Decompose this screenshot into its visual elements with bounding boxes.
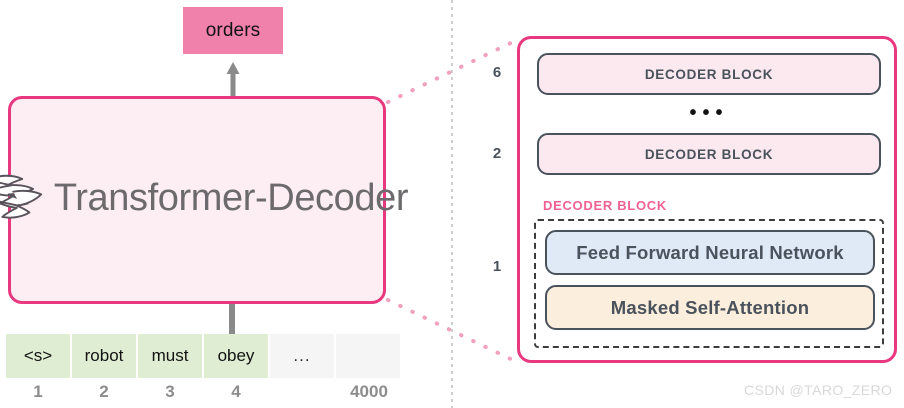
token-cell: robot	[72, 334, 136, 378]
brand-lockup: Transformer-Decoder	[0, 170, 409, 226]
decoder-block-label: DECODER BLOCK	[543, 198, 667, 213]
token-cell-blank	[336, 334, 400, 378]
token-cell: must	[138, 334, 202, 378]
token-index-row: 1 2 3 4 4000	[6, 382, 402, 402]
layer-number-1: 1	[492, 258, 502, 275]
output-token-box: orders	[183, 7, 283, 54]
token-index: 1	[33, 382, 43, 401]
token-index-last: 4000	[350, 382, 388, 401]
token-cell-ellipsis: ...	[270, 334, 334, 378]
input-connector-stem	[229, 304, 235, 334]
token-cell: obey	[204, 334, 268, 378]
masked-self-attention-block: Masked Self-Attention	[545, 285, 875, 330]
decoder-block-2: DECODER BLOCK	[537, 133, 881, 175]
section-divider	[451, 0, 453, 408]
input-token-row: <s> robot must obey ...	[6, 334, 400, 378]
stack-ellipsis: •••	[689, 102, 729, 124]
bird-swoosh-logo-icon	[0, 174, 43, 219]
brand-name: Transformer-Decoder	[53, 176, 409, 219]
layer-number-6: 6	[492, 64, 502, 81]
token-index-empty	[270, 382, 334, 402]
decoder-block-6: DECODER BLOCK	[537, 53, 881, 95]
feed-forward-neural-network-block: Feed Forward Neural Network	[545, 230, 875, 275]
token-cell: <s>	[6, 334, 70, 378]
token-index: 3	[165, 382, 175, 401]
arrow-up-icon	[226, 62, 240, 96]
layer-number-2: 2	[492, 145, 502, 162]
watermark: CSDN @TARO_ZERO	[744, 382, 893, 398]
decoder-block-outline	[534, 219, 884, 348]
token-index: 2	[99, 382, 109, 401]
zoom-connector-bottom	[386, 298, 521, 365]
transformer-decoder-panel: Transformer-Decoder	[0, 96, 409, 304]
token-index: 4	[231, 382, 241, 401]
